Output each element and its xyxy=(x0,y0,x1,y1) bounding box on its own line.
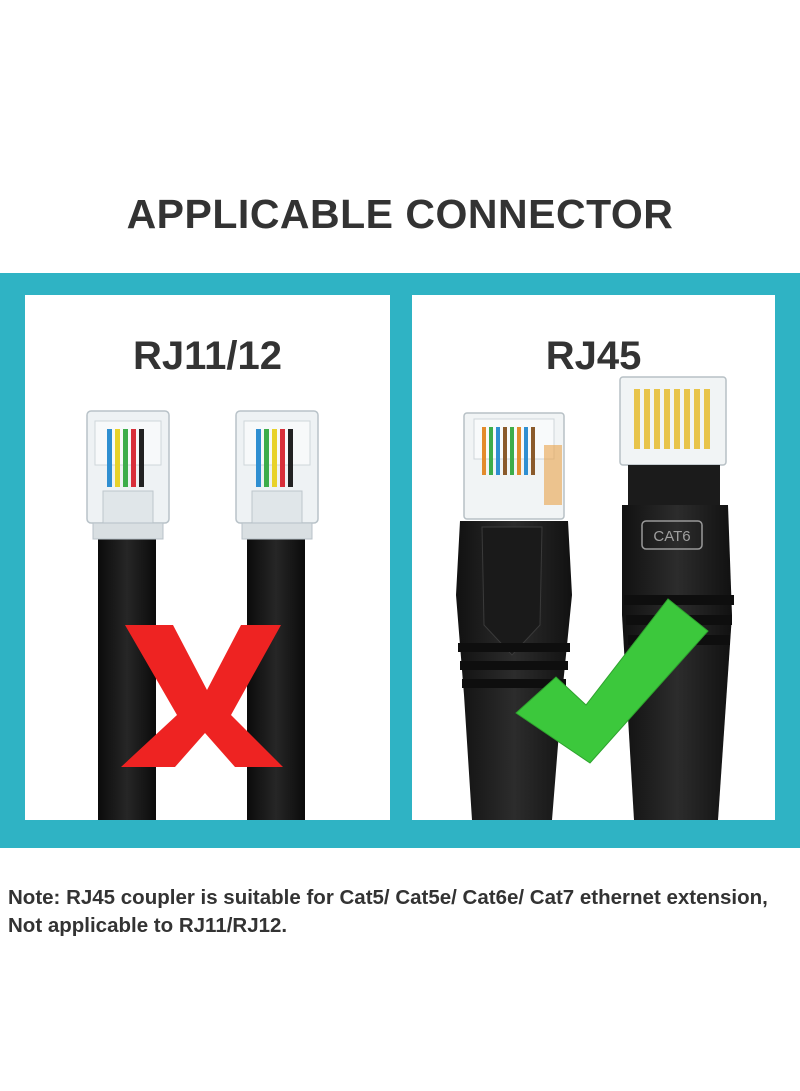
cross-icon xyxy=(121,625,283,767)
rj11-panel: RJ11/12 xyxy=(25,295,390,820)
rj45-label: RJ45 xyxy=(545,334,642,378)
comparison-frame: RJ11/12 xyxy=(0,273,800,848)
rj11-connector-left xyxy=(86,410,170,820)
rj11-connector-right xyxy=(235,410,319,820)
rj45-panel: RJ45 xyxy=(412,295,775,820)
check-icon xyxy=(515,598,709,764)
rj45-connector-left xyxy=(456,412,572,820)
compatibility-note: Note: RJ45 coupler is suitable for Cat5/… xyxy=(8,886,768,937)
rj45-connectors-illustration: CAT6 xyxy=(456,376,734,820)
cable-print-text: CAT6 xyxy=(653,528,690,545)
rj11-label: RJ11/12 xyxy=(132,334,283,378)
rj45-connector-right: CAT6 xyxy=(619,376,734,820)
rj11-connectors-illustration xyxy=(86,410,319,820)
page-title: APPLICABLE CONNECTOR xyxy=(126,191,674,237)
